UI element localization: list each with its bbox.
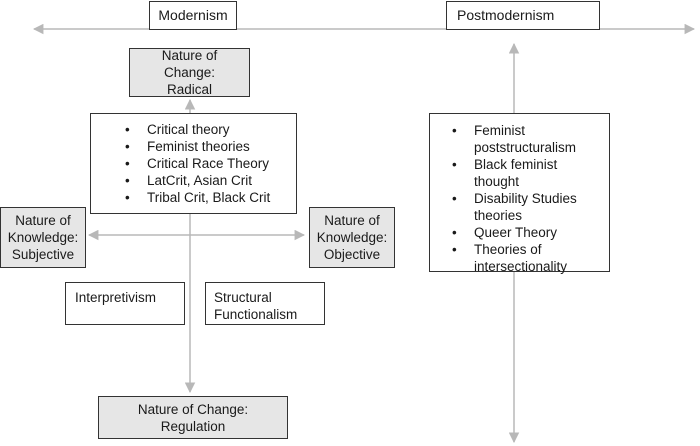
change-regulation-node: Nature of Change: Regulation bbox=[98, 396, 288, 439]
list-item: Critical Race Theory bbox=[125, 155, 296, 172]
modernism-label: Modernism bbox=[149, 1, 237, 30]
postmodernism-theories-box: Feminist poststructuralism Black feminis… bbox=[429, 113, 610, 275]
structural-functionalism-box: Structural Functionalism bbox=[205, 282, 325, 325]
postmodernism-theories-list: Feminist poststructuralism Black feminis… bbox=[446, 122, 601, 275]
knowledge-subjective-node: Nature of Knowledge: Subjective bbox=[0, 207, 86, 268]
list-item: Black feminist thought bbox=[452, 156, 601, 190]
list-item: LatCrit, Asian Crit bbox=[125, 172, 296, 189]
modernism-text: Modernism bbox=[158, 7, 228, 23]
list-item: Disability Studies theories bbox=[452, 190, 601, 224]
interpretivism-box: Interpretivism bbox=[65, 282, 185, 325]
modernism-theories-list: Critical theory Feminist theories Critic… bbox=[119, 121, 296, 206]
postmodernism-text: Postmodernism bbox=[457, 7, 555, 23]
list-item: Feminist theories bbox=[125, 138, 296, 155]
subjective-line-3: Subjective bbox=[11, 247, 75, 262]
subjective-line-1: Nature of bbox=[15, 213, 71, 228]
change-radical-node: Nature of Change: Radical bbox=[129, 48, 250, 97]
modernism-theories-box: Critical theory Feminist theories Critic… bbox=[90, 113, 297, 214]
list-item: Queer Theory bbox=[452, 224, 601, 241]
objective-line-1: Nature of bbox=[324, 213, 380, 228]
objective-line-3: Objective bbox=[323, 247, 381, 262]
objective-line-2: Knowledge: bbox=[316, 230, 388, 245]
regulation-line-2: Regulation bbox=[160, 418, 226, 434]
interpretivism-text: Interpretivism bbox=[75, 290, 157, 305]
list-item: Theories of intersectionality bbox=[452, 241, 601, 275]
postmodernism-label: Postmodernism bbox=[446, 1, 600, 30]
knowledge-objective-node: Nature of Knowledge: Objective bbox=[309, 207, 395, 268]
change-radical-text: Nature of Change: Radical bbox=[161, 48, 218, 97]
structural-functionalism-text: Structural Functionalism bbox=[214, 290, 298, 322]
list-item: Critical theory bbox=[125, 121, 296, 138]
subjective-line-2: Knowledge: bbox=[7, 230, 79, 245]
list-item: Feminist poststructuralism bbox=[452, 122, 601, 156]
list-item: Tribal Crit, Black Crit bbox=[125, 189, 296, 206]
regulation-line-1: Nature of Change: bbox=[137, 401, 249, 417]
